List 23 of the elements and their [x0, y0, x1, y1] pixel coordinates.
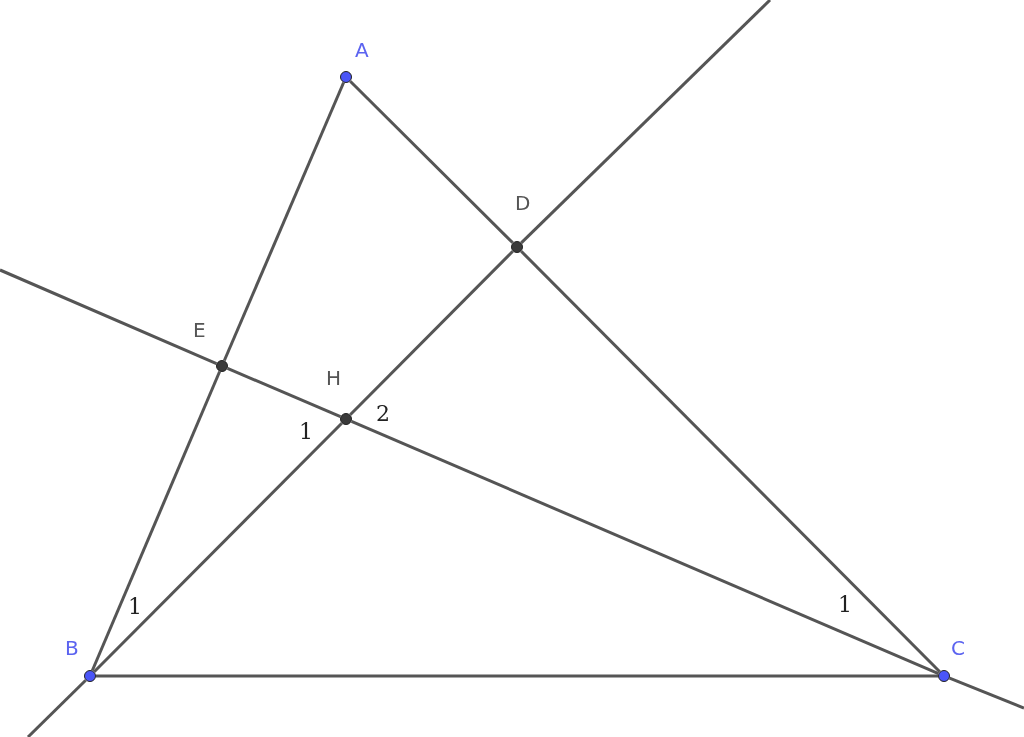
point-label: B: [65, 638, 79, 658]
line-extension: [520, 0, 772, 244]
angle-label: 1: [299, 421, 313, 443]
line-extension: [0, 268, 218, 365]
line-segment: [520, 250, 941, 673]
line-segment: [349, 80, 514, 244]
angle-label: 2: [376, 403, 390, 425]
line-segment: [350, 420, 940, 675]
line-segment: [96, 674, 938, 678]
point-label: A: [355, 40, 369, 60]
line-segment: [90, 370, 222, 672]
line-segment: [226, 367, 342, 418]
line-segment: [93, 422, 343, 673]
line-extension: [949, 676, 1024, 710]
angle-label: 1: [128, 596, 142, 618]
point-label: C: [951, 638, 965, 658]
point-label: D: [515, 193, 531, 213]
line-extension: [26, 679, 87, 737]
line-segment: [349, 250, 514, 416]
line-segment: [223, 81, 345, 362]
point-label: H: [326, 368, 342, 388]
point-label: E: [193, 320, 206, 340]
angle-label: 1: [838, 594, 852, 616]
